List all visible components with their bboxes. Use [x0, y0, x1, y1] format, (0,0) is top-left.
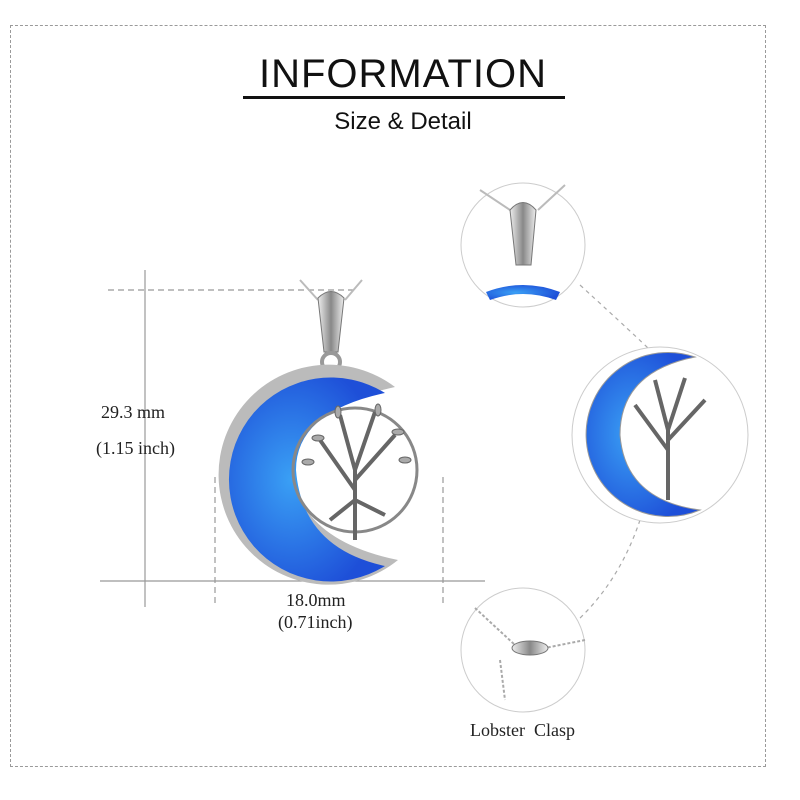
width-mm-label: 18.0mm: [286, 590, 346, 610]
title-underline: [243, 96, 565, 99]
width-inch-label: (0.71inch): [278, 612, 353, 632]
clasp-label: Lobster Clasp: [470, 720, 575, 740]
detail-bail-circle: [460, 182, 586, 308]
dimension-lines: [100, 270, 485, 607]
page-subtitle: Size & Detail: [334, 108, 472, 135]
chain: [299, 279, 363, 301]
pendant-image: [218, 279, 419, 585]
tree-of-life: [318, 411, 397, 540]
height-inch-label: (1.15 inch): [96, 438, 175, 458]
detail-moon-circle: [571, 346, 749, 524]
height-mm-label: 29.3 mm: [101, 402, 166, 422]
detail-clasp-circle: [460, 587, 586, 713]
page-title: INFORMATION: [258, 52, 547, 96]
moon-opal: [228, 377, 385, 582]
dashed-frame: [10, 25, 766, 767]
bail: [317, 291, 345, 353]
